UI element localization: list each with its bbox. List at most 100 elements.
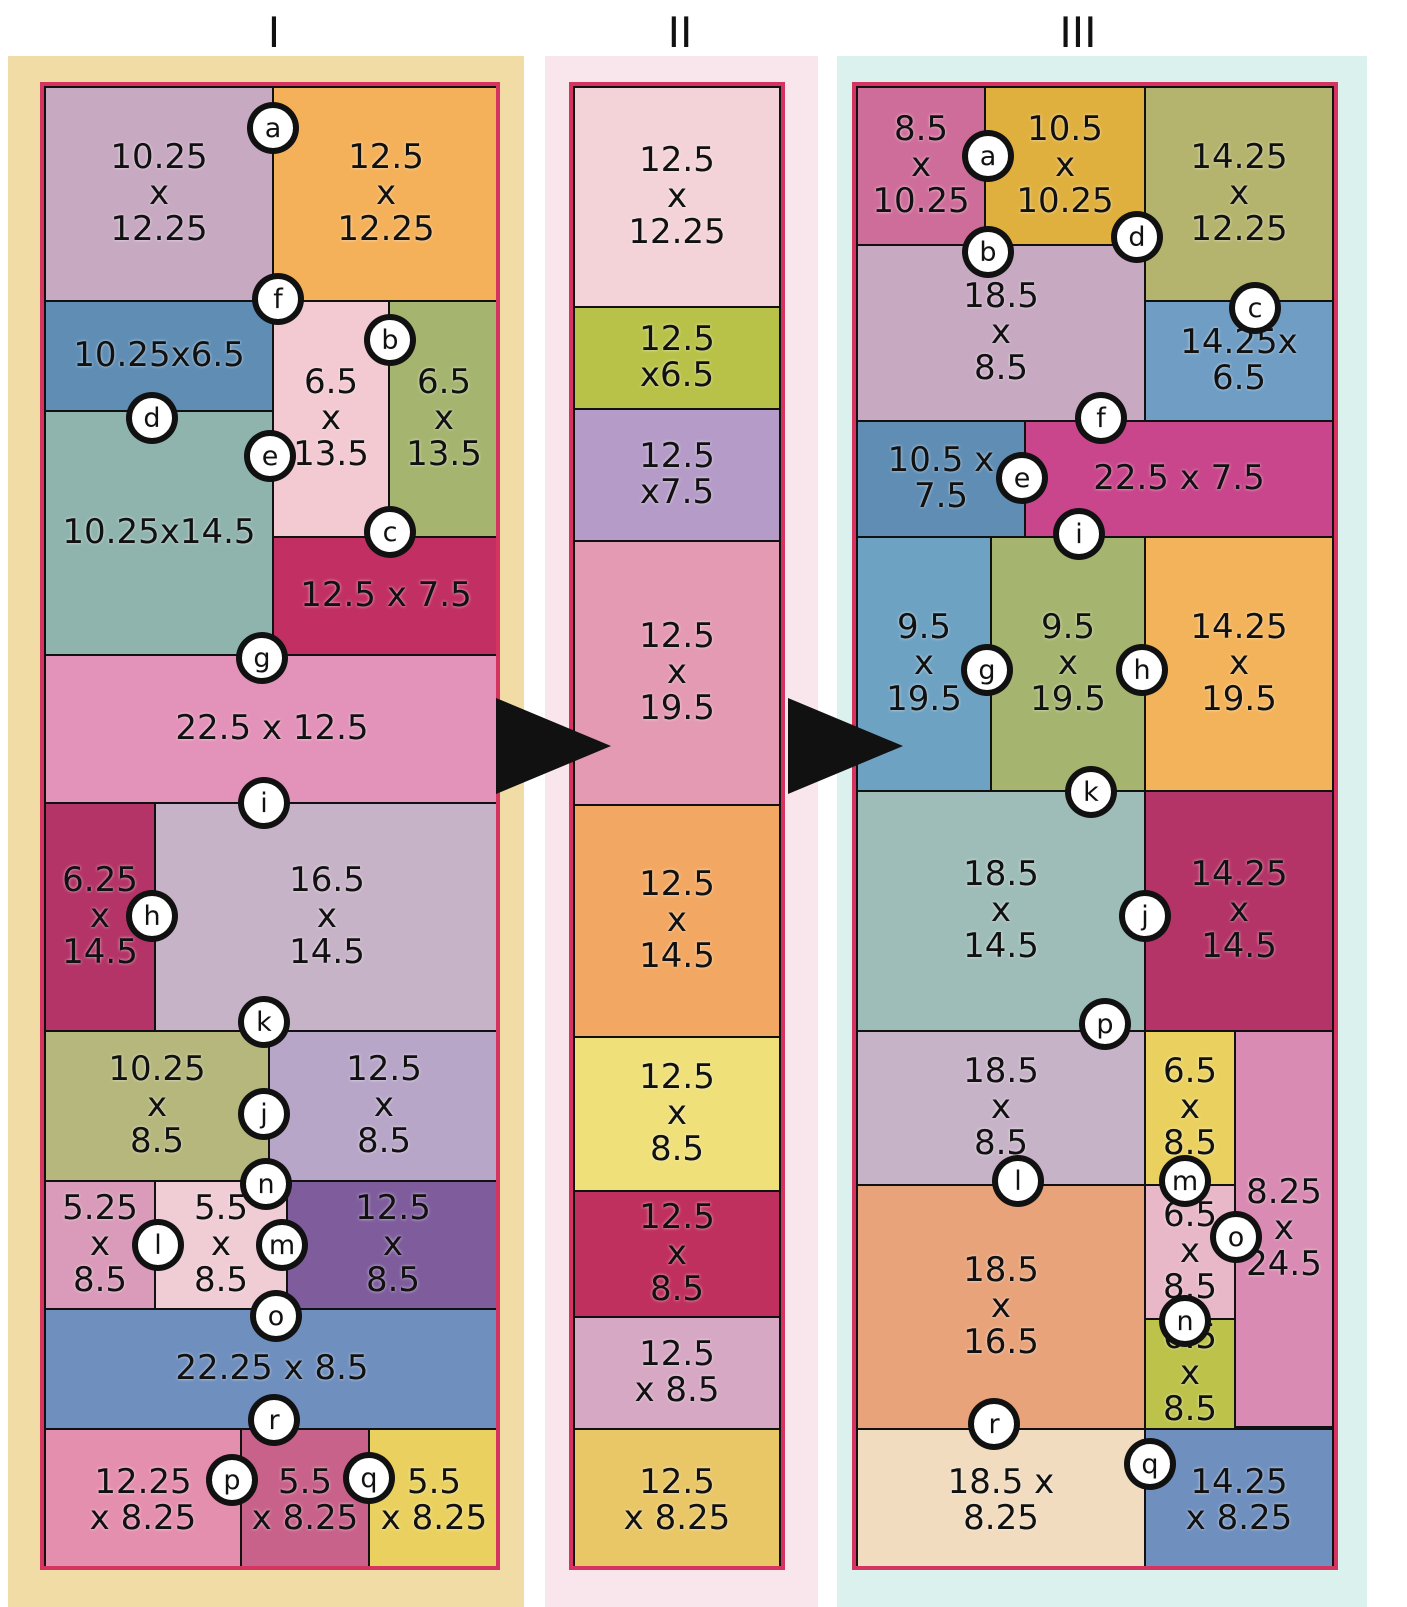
block-ii-1: 12.5 x 12.25	[573, 86, 781, 308]
block-label: 10.25 x 8.5	[108, 1052, 205, 1159]
marker-g: g	[240, 636, 284, 680]
marker-o: o	[254, 1294, 298, 1338]
header-iii: III	[1028, 8, 1128, 58]
marker-g: g	[965, 648, 1009, 692]
block-label: 18.5 x 14.5	[963, 857, 1039, 964]
block-label: 14.25 x 14.5	[1190, 857, 1287, 964]
block-label: 5.25 x 8.5	[62, 1191, 138, 1298]
block-i-6: 10.25x14.5	[44, 410, 274, 656]
block-iii-1: 8.5 x 10.25	[856, 86, 986, 246]
block-ii-6: 12.5 x 8.5	[573, 1036, 781, 1192]
marker-b: b	[966, 230, 1010, 274]
marker-j: j	[242, 1092, 286, 1136]
block-label: 12.5 x 8.5	[639, 1060, 715, 1167]
marker-a: a	[966, 134, 1010, 178]
marker-n: n	[1163, 1299, 1207, 1343]
block-label: 12.5 x 8.5	[639, 1200, 715, 1307]
marker-d: d	[1115, 215, 1159, 259]
block-i-3: 10.25x6.5	[44, 300, 274, 412]
marker-k: k	[242, 1000, 286, 1044]
block-label: 5.5 x 8.5	[194, 1191, 248, 1298]
header-i: I	[224, 8, 324, 58]
marker-a: a	[251, 106, 295, 150]
marker-c: c	[368, 510, 412, 554]
arrow-right-icon	[788, 698, 903, 794]
marker-r: r	[252, 1398, 296, 1442]
marker-q: q	[347, 1456, 391, 1500]
block-label: 10.25x14.5	[62, 515, 255, 551]
block-label: 22.25 x 8.5	[175, 1351, 368, 1387]
block-label: 6.5 x 8.5	[1163, 1054, 1217, 1161]
marker-i: i	[1057, 512, 1101, 556]
block-iii-13: 18.5 x 8.5	[856, 1030, 1146, 1186]
block-i-18: 5.5 x 8.25	[240, 1428, 370, 1570]
marker-m: m	[1163, 1159, 1207, 1203]
block-label: 12.5 x 8.5	[635, 1337, 720, 1408]
marker-q: q	[1128, 1442, 1172, 1486]
block-iii-17: 18.5 x 16.5	[856, 1184, 1146, 1430]
block-label: 6.5 x 13.5	[406, 365, 482, 472]
block-i-2: 12.5 x 12.25	[272, 86, 500, 302]
block-iii-20: 14.25 x 8.25	[1144, 1428, 1334, 1570]
block-label: 14.25 x 19.5	[1190, 610, 1287, 717]
block-label: 12.5 x 8.5	[346, 1052, 422, 1159]
block-label: 5.5 x 8.25	[252, 1465, 359, 1536]
marker-n: n	[244, 1162, 288, 1206]
block-label: 12.5 x6.5	[639, 322, 715, 393]
marker-p: p	[1083, 1002, 1127, 1046]
block-label: 14.25 x 8.25	[1186, 1465, 1293, 1536]
block-label: 22.5 x 12.5	[175, 711, 368, 747]
quilt-layout-ii: 12.5 x 12.25 12.5 x6.5 12.5 x7.5 12.5 x …	[569, 82, 785, 1570]
marker-l: l	[996, 1159, 1040, 1203]
marker-c: c	[1233, 286, 1277, 330]
marker-l: l	[136, 1223, 180, 1267]
block-iii-3: 14.25 x 12.25	[1144, 86, 1334, 302]
marker-o: o	[1214, 1215, 1258, 1259]
block-label: 18.5 x 8.5	[963, 1054, 1039, 1161]
marker-h: h	[1120, 648, 1164, 692]
block-label: 6.5 x 13.5	[293, 365, 369, 472]
block-label: 18.5 x 8.25	[948, 1465, 1055, 1536]
block-label: 12.5 x 7.5	[300, 578, 472, 614]
block-ii-2: 12.5 x6.5	[573, 306, 781, 410]
block-i-17: 12.25 x 8.25	[44, 1428, 242, 1570]
block-iii-12: 14.25 x 14.5	[1144, 790, 1334, 1032]
block-ii-3: 12.5 x7.5	[573, 408, 781, 542]
block-label: 18.5 x 16.5	[963, 1253, 1039, 1360]
block-i-19: 5.5 x 8.25	[368, 1428, 500, 1570]
block-label: 10.25x6.5	[73, 338, 245, 374]
block-ii-5: 12.5 x 14.5	[573, 804, 781, 1038]
marker-e: e	[248, 434, 292, 478]
block-label: 8.25 x 24.5	[1246, 1175, 1322, 1282]
block-label: 5.5 x 8.25	[381, 1465, 488, 1536]
block-label: 16.5 x 14.5	[289, 863, 365, 970]
marker-i: i	[242, 781, 286, 825]
marker-j: j	[1123, 894, 1167, 938]
arrow-right-icon	[496, 698, 611, 794]
block-label: 6.5 x 8.5	[1163, 1198, 1217, 1305]
marker-f: f	[1079, 396, 1123, 440]
block-label: 12.5 x 12.25	[337, 140, 434, 247]
block-label: 22.5 x 7.5	[1093, 461, 1265, 497]
block-i-12: 12.5 x 8.5	[268, 1030, 500, 1182]
marker-f: f	[256, 277, 300, 321]
block-label: 12.5 x7.5	[639, 439, 715, 510]
marker-m: m	[260, 1223, 304, 1267]
block-label: 12.25 x 8.25	[90, 1465, 197, 1536]
marker-r: r	[972, 1402, 1016, 1446]
block-label: 6.25 x 14.5	[62, 863, 138, 970]
marker-h: h	[130, 894, 174, 938]
marker-d: d	[130, 396, 174, 440]
block-iii-10: 14.25 x 19.5	[1144, 536, 1334, 792]
block-label: 10.5 x 10.25	[1016, 112, 1113, 219]
marker-b: b	[368, 318, 412, 362]
marker-k: k	[1069, 770, 1113, 814]
block-label: 12.5 x 8.25	[624, 1465, 731, 1536]
marker-e: e	[1000, 456, 1044, 500]
header-ii: II	[630, 8, 730, 58]
block-label: 12.5 x 8.5	[355, 1191, 431, 1298]
block-label: 12.5 x 19.5	[639, 619, 715, 726]
block-label: 12.5 x 14.5	[639, 867, 715, 974]
block-i-10: 16.5 x 14.5	[154, 802, 500, 1032]
panel-iii: 8.5 x 10.25 10.5 x 10.25 14.25 x 12.25 1…	[837, 56, 1367, 1607]
